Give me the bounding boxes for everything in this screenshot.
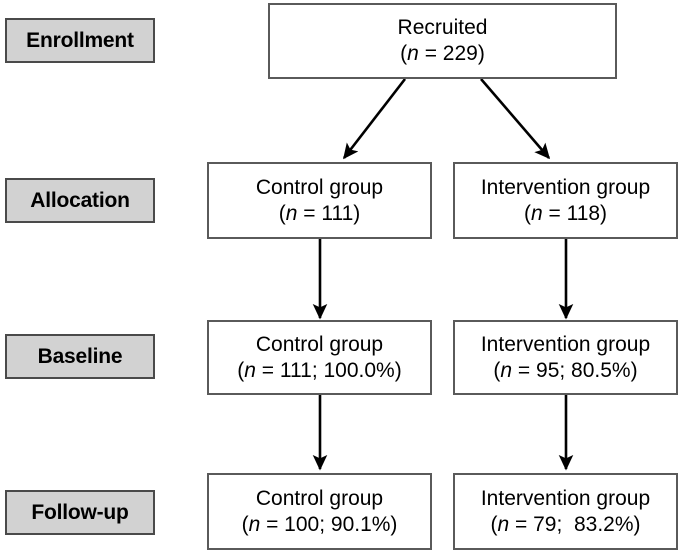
- node-recruited: Recruited (n = 229): [268, 3, 617, 79]
- node-baseline-intervention: Intervention group (n = 95; 80.5%): [453, 320, 678, 395]
- node-followup-control: Control group (n = 100; 90.1%): [207, 473, 432, 550]
- node-baseline-control-detail: (n = 111; 100.0%): [237, 358, 401, 384]
- node-recruited-title: Recruited: [397, 16, 488, 40]
- node-baseline-intervention-detail-symbol: n: [500, 358, 513, 382]
- node-allocation-control-detail-rest: = 111): [297, 201, 361, 225]
- node-followup-intervention-detail: (n = 79; 83.2%): [490, 512, 640, 538]
- node-followup-intervention-title: Intervention group: [480, 486, 651, 510]
- node-allocation-intervention-title: Intervention group: [480, 175, 651, 199]
- node-baseline-control-detail-symbol: n: [244, 358, 256, 382]
- node-recruited-detail-prefix: (: [400, 42, 408, 65]
- node-baseline-intervention-detail-rest: = 95; 80.5%): [512, 358, 638, 382]
- node-followup-control-detail: (n = 100; 90.1%): [242, 512, 398, 538]
- node-followup-control-detail-prefix: (: [241, 512, 249, 536]
- stage-label-enrollment: Enrollment: [5, 18, 155, 63]
- stage-label-allocation-text: Allocation: [30, 189, 130, 212]
- stage-label-followup: Follow-up: [5, 490, 155, 535]
- stage-label-allocation: Allocation: [5, 178, 155, 223]
- node-recruited-detail-rest: = 229): [418, 42, 485, 65]
- node-baseline-intervention-detail: (n = 95; 80.5%): [493, 358, 637, 384]
- stage-label-enrollment-text: Enrollment: [26, 29, 134, 52]
- node-followup-intervention-detail-symbol: n: [497, 512, 510, 536]
- arrow-recruited-to-control: [342, 78, 407, 160]
- stage-label-followup-text: Follow-up: [31, 501, 129, 524]
- node-baseline-control-detail-prefix: (: [237, 358, 245, 382]
- node-allocation-control: Control group (n = 111): [207, 162, 432, 239]
- node-followup-control-detail-rest: = 100; 90.1%): [260, 512, 398, 536]
- node-recruited-detail: (n = 229): [400, 41, 485, 67]
- node-allocation-control-detail: (n = 111): [279, 201, 361, 227]
- node-followup-intervention-detail-prefix: (: [490, 512, 498, 536]
- node-baseline-intervention-title: Intervention group: [480, 332, 651, 356]
- stage-label-baseline-text: Baseline: [37, 345, 123, 368]
- node-allocation-control-detail-symbol: n: [285, 201, 298, 225]
- node-recruited-detail-symbol: n: [407, 42, 419, 65]
- node-followup-control-title: Control group: [255, 486, 384, 510]
- node-baseline-control-title: Control group: [255, 332, 384, 356]
- node-followup-intervention-detail-rest: = 79; 83.2%): [509, 512, 641, 536]
- node-followup-intervention: Intervention group (n = 79; 83.2%): [453, 473, 678, 550]
- arrow-recruited-to-intervention: [480, 78, 551, 160]
- node-allocation-intervention-detail-symbol: n: [530, 201, 543, 225]
- node-baseline-intervention-detail-prefix: (: [493, 358, 501, 382]
- node-allocation-control-title: Control group: [255, 175, 384, 199]
- node-followup-control-detail-symbol: n: [248, 512, 261, 536]
- node-baseline-control: Control group (n = 111; 100.0%): [207, 320, 432, 395]
- node-allocation-intervention-detail-prefix: (: [523, 201, 531, 225]
- node-allocation-intervention-detail-rest: = 118): [542, 201, 608, 225]
- stage-label-baseline: Baseline: [5, 334, 155, 379]
- node-allocation-intervention: Intervention group (n = 118): [453, 162, 678, 239]
- node-allocation-intervention-detail: (n = 118): [524, 201, 607, 227]
- node-baseline-control-detail-rest: = 111; 100.0%): [255, 358, 402, 382]
- node-allocation-control-detail-prefix: (: [278, 201, 286, 225]
